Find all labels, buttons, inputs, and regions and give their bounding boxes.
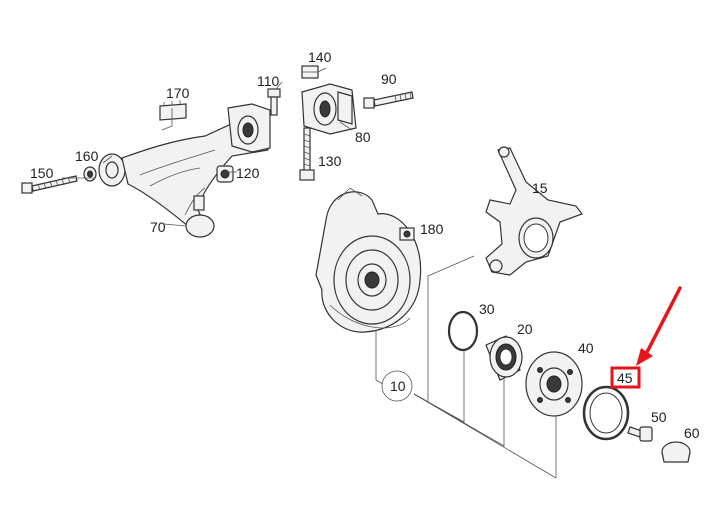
hub-flange-40[interactable] <box>525 351 583 417</box>
callout-90[interactable]: 90 <box>381 71 397 87</box>
callout-140[interactable]: 140 <box>308 49 332 65</box>
callout-labels: 150 160 170 110 140 90 80 130 120 70 15 … <box>30 49 700 441</box>
callout-70[interactable]: 70 <box>150 219 166 235</box>
callout-10[interactable]: 10 <box>390 378 406 394</box>
nut-140[interactable] <box>301 65 319 79</box>
callout-80[interactable]: 80 <box>355 129 371 145</box>
callout-40[interactable]: 40 <box>578 340 594 356</box>
snap-ring-30[interactable] <box>447 310 479 352</box>
callout-150[interactable]: 150 <box>30 165 54 181</box>
control-arm-assembly <box>21 81 283 238</box>
cap-60[interactable] <box>661 441 691 463</box>
bolt-110[interactable] <box>267 88 281 116</box>
callout-130[interactable]: 130 <box>318 153 342 169</box>
callout-110[interactable]: 110 <box>257 73 280 89</box>
hub-knuckle-10[interactable] <box>315 187 422 333</box>
bolt-130[interactable] <box>299 127 315 181</box>
bolt-90[interactable] <box>363 91 414 109</box>
callout-20[interactable]: 20 <box>517 321 533 337</box>
bracket-80[interactable] <box>301 83 357 135</box>
callout-60[interactable]: 60 <box>684 425 700 441</box>
callout-30[interactable]: 30 <box>479 301 495 317</box>
bolt-50[interactable] <box>627 426 653 442</box>
nut-120[interactable] <box>216 165 234 183</box>
control-arm-70[interactable] <box>98 117 269 238</box>
steering-knuckle-15[interactable] <box>485 146 583 276</box>
bushing-mount <box>227 103 271 153</box>
callout-180[interactable]: 180 <box>420 221 444 237</box>
callout-160[interactable]: 160 <box>75 148 99 164</box>
callout-45[interactable]: 45 <box>617 370 633 386</box>
callout-170[interactable]: 170 <box>166 85 190 101</box>
encoder-ring-45[interactable] <box>582 385 630 441</box>
bolt-180[interactable] <box>399 227 415 241</box>
callout-120[interactable]: 120 <box>236 165 260 181</box>
washer-160[interactable] <box>83 166 97 182</box>
bearing-20[interactable] <box>485 335 523 381</box>
callout-15[interactable]: 15 <box>532 180 548 196</box>
highlight-box <box>610 366 641 389</box>
clip-170[interactable] <box>159 100 187 121</box>
highlight-arrow <box>636 286 682 366</box>
bracket-assembly <box>299 65 414 181</box>
bolt-150[interactable] <box>21 175 78 194</box>
callout-10-circle <box>381 370 413 402</box>
callout-50[interactable]: 50 <box>651 409 667 425</box>
